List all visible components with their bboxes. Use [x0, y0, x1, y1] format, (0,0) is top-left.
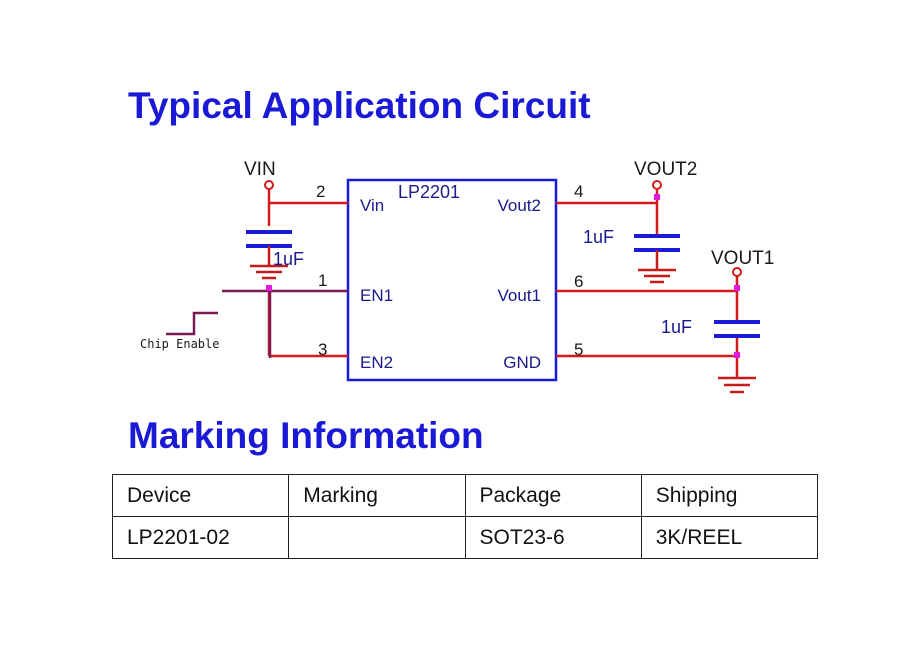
- header-device: Device: [111, 474, 290, 517]
- table-row: LP2201-02 SOT23-6 3K/REEL: [111, 516, 819, 559]
- vout2-terminal: [652, 180, 662, 190]
- cell-device: LP2201-02: [111, 516, 290, 559]
- junction-dot-vout1: [734, 285, 740, 291]
- pin-number-vin: 2: [316, 182, 325, 201]
- marking-table: Device Marking Package Shipping LP2201-0…: [111, 474, 819, 559]
- pin-label-gnd: GND: [503, 353, 541, 372]
- pin-number-vout1: 6: [574, 272, 583, 291]
- chip-enable-line: [166, 289, 348, 358]
- marking-information-heading: Marking Information: [128, 415, 484, 456]
- chip-enable-label: Chip Enable: [140, 337, 219, 351]
- input-capacitor-value: 1uF: [273, 249, 304, 269]
- pin-number-gnd: 5: [574, 340, 583, 359]
- wires: [267, 189, 739, 378]
- vout2-capacitor: [634, 234, 680, 284]
- cell-package: SOT23-6: [464, 516, 642, 559]
- vin-label: VIN: [244, 159, 276, 180]
- pin-number-en1: 1: [318, 271, 327, 290]
- input-capacitor: [246, 230, 292, 280]
- header-shipping: Shipping: [640, 474, 819, 517]
- vin-terminal: [264, 180, 274, 190]
- vout2-capacitor-value: 1uF: [583, 227, 614, 247]
- vout1-capacitor: [714, 320, 760, 394]
- ic-package-box: [346, 178, 558, 382]
- table-header-row: Device Marking Package Shipping: [111, 474, 819, 517]
- junction-dot-vout2: [654, 194, 660, 200]
- pin-label-en2: EN2: [360, 353, 393, 372]
- vout1-capacitor-value: 1uF: [661, 317, 692, 337]
- junction-dot-gnd: [734, 352, 740, 358]
- pin-label-vin: Vin: [360, 196, 384, 215]
- header-marking: Marking: [288, 474, 466, 517]
- pin-number-vout2: 4: [574, 182, 583, 201]
- ic-name: LP2201: [398, 182, 460, 202]
- header-package: Package: [464, 474, 642, 517]
- pin-label-vout2: Vout2: [498, 196, 542, 215]
- vout1-label: VOUT1: [711, 248, 774, 269]
- vout1-terminal: [732, 267, 742, 277]
- vout2-label: VOUT2: [634, 159, 697, 180]
- cell-shipping: 3K/REEL: [640, 516, 819, 559]
- pin-label-vout1: Vout1: [498, 286, 542, 305]
- application-circuit-heading: Typical Application Circuit: [128, 85, 591, 126]
- pin-number-en2: 3: [318, 340, 327, 359]
- junction-dot-en: [266, 285, 272, 291]
- cell-marking: [288, 516, 466, 559]
- pin-label-en1: EN1: [360, 286, 393, 305]
